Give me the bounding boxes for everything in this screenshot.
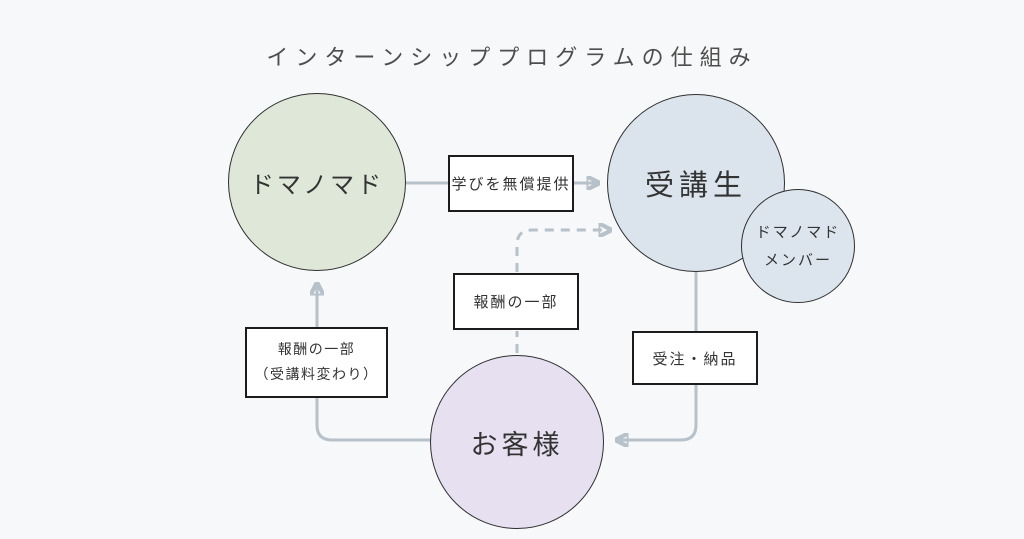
node-domanomado-member: ドマノマド メンバー [741, 189, 855, 303]
node-customers: お客様 [430, 355, 604, 529]
diagram-title: インターンシッププログラムの仕組み [266, 46, 758, 71]
edge-reward-tuition [317, 284, 432, 442]
node-member-label-line1: ドマノマド [755, 222, 841, 241]
node-domanomado: ドマノマド [228, 93, 406, 271]
edge-reward-dashed-upper [515, 230, 610, 272]
edge-label-reward-tuition-line1: 報酬の一部 [277, 342, 356, 358]
edge-label-orders-delivery-text: 受注・納品 [652, 349, 738, 368]
node-students-label: 受講生 [644, 168, 747, 202]
edge-label-free-learning: 学びを無償提供 [448, 155, 574, 212]
edge-label-orders-delivery: 受注・納品 [632, 331, 758, 385]
node-students: 受講生 [607, 94, 785, 272]
edge-label-reward-tuition-line2: （受講料変わり） [254, 366, 379, 383]
edge-label-reward-tuition: 報酬の一部 （受講料変わり） [245, 327, 388, 398]
edge-orders-delivery [617, 271, 698, 440]
node-domanomado-label: ドマノマド [249, 170, 385, 199]
node-member-label-line2: メンバー [763, 251, 832, 269]
node-customers-label: お客様 [470, 429, 564, 461]
edge-label-free-learning-text: 学びを無償提供 [451, 175, 571, 193]
edge-label-reward-part-text: 報酬の一部 [473, 293, 559, 311]
edge-label-reward-part: 報酬の一部 [453, 273, 579, 330]
